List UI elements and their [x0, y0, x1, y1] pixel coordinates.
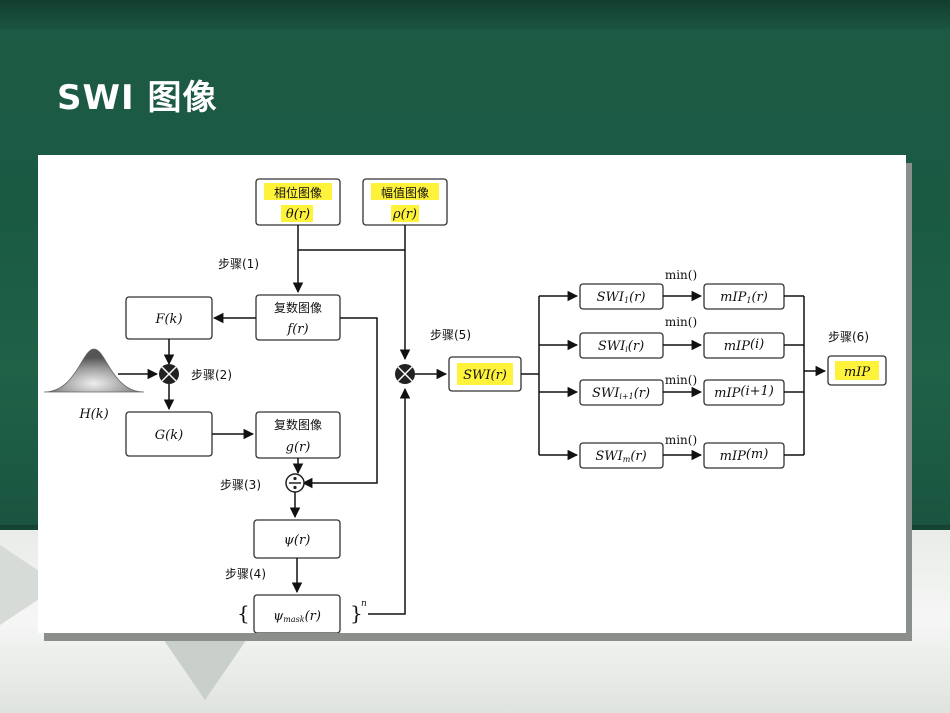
svg-text:SWI(r): SWI(r)	[463, 368, 507, 383]
phase-image-box: 相位图像 θ(r)	[255, 178, 341, 226]
phase-image-title: 相位图像	[274, 185, 322, 200]
svg-text:SWIi+1(r): SWIi+1(r)	[592, 386, 650, 401]
decorative-shape-bottom	[150, 620, 260, 700]
svg-text:mIP(i+1): mIP(i+1)	[714, 384, 774, 401]
step-5-label: 步骤(5)	[430, 328, 471, 342]
arrow-f-to-divide	[301, 317, 378, 489]
svg-text:ψ(r): ψ(r)	[284, 533, 311, 548]
step-6-label: 步骤(6)	[828, 330, 869, 344]
svg-text:min(): min()	[665, 268, 697, 282]
diagram-frame: 相位图像 θ(r) 幅值图像 ρ(r) 步骤(1) 复数图像 f(r) F(k)…	[38, 155, 906, 633]
svg-text:min(): min()	[665, 433, 697, 447]
svg-text:复数图像: 复数图像	[274, 300, 322, 315]
psi-mask-box: { ψmask(r) } n	[237, 594, 367, 633]
swi-row-i: SWIi(r) min() mIP(i)	[539, 315, 804, 359]
svg-text:mIP(i): mIP(i)	[724, 337, 765, 354]
swi-row-1: SWI1(r) min() mIP1(r)	[539, 268, 804, 310]
svg-text:SWIm(r): SWIm(r)	[595, 449, 646, 464]
magnitude-image-box: 幅值图像 ρ(r)	[362, 178, 448, 226]
svg-text:G(k): G(k)	[155, 428, 183, 443]
svg-text:SWI1(r): SWI1(r)	[597, 290, 646, 305]
step-3-label: 步骤(3)	[220, 478, 261, 492]
step-4-label: 步骤(4)	[225, 567, 266, 581]
svg-text:mIP: mIP	[844, 365, 870, 380]
svg-text:F(k): F(k)	[154, 312, 182, 327]
svg-text:min(): min()	[665, 315, 697, 329]
arrow-mask-to-multiply	[368, 387, 411, 615]
svg-text:SWIi(r): SWIi(r)	[598, 339, 644, 354]
final-mip-box: mIP	[827, 355, 887, 386]
H-k-label: H(k)	[78, 407, 108, 422]
mask-power: n	[361, 599, 367, 609]
swi-flow-diagram: 相位图像 θ(r) 幅值图像 ρ(r) 步骤(1) 复数图像 f(r) F(k)…	[43, 178, 887, 633]
psi-box: ψ(r)	[253, 519, 341, 559]
svg-text:mIP1(r): mIP1(r)	[720, 290, 768, 305]
svg-text:f(r): f(r)	[286, 322, 308, 337]
swi-row-i-plus-1: SWIi+1(r) min() mIP(i+1)	[539, 373, 804, 406]
G-k-box: G(k)	[125, 411, 213, 457]
step-2-label: 步骤(2)	[191, 368, 232, 382]
chalkboard-top-band	[0, 0, 950, 30]
svg-text:ψmask(r): ψmask(r)	[273, 609, 321, 624]
magnitude-image-symbol: ρ(r)	[392, 207, 417, 222]
complex-image-f-box: 复数图像 f(r)	[255, 294, 341, 341]
divide-node	[285, 473, 305, 493]
swi-row-m: SWIm(r) min() mIP(m)	[539, 433, 804, 469]
phase-image-symbol: θ(r)	[286, 207, 310, 222]
complex-image-g-box: 复数图像 g(r)	[255, 411, 341, 459]
mask-right-brace: }	[350, 601, 363, 625]
multiply-node-1	[159, 364, 179, 384]
gaussian-filter-icon	[43, 348, 145, 393]
mask-left-brace: {	[237, 601, 250, 625]
swi-box: SWI(r)	[448, 356, 522, 392]
svg-text:g(r): g(r)	[286, 440, 311, 455]
slide-title: SWI 图像	[57, 78, 218, 118]
svg-text:mIP(m): mIP(m)	[720, 447, 769, 464]
step-1-label: 步骤(1)	[218, 257, 259, 271]
phase-connector	[297, 225, 405, 251]
F-k-box: F(k)	[125, 296, 213, 340]
svg-text:复数图像: 复数图像	[274, 417, 322, 432]
multiply-node-2	[395, 364, 415, 384]
magnitude-image-title: 幅值图像	[381, 185, 429, 200]
svg-text:min(): min()	[665, 373, 697, 387]
